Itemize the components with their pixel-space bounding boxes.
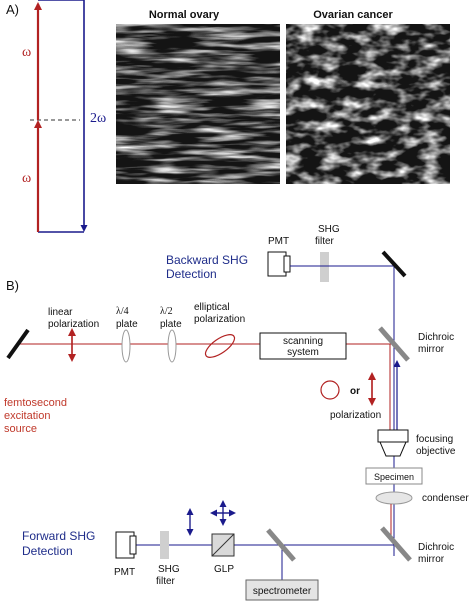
bottom-flip-mirror <box>266 528 296 562</box>
dichroic-top-label2: mirror <box>418 344 445 355</box>
panel-b-label: B) <box>6 278 19 293</box>
omega-upper-label: ω <box>22 45 31 60</box>
dichroic-bottom-label2: mirror <box>418 554 445 565</box>
glp-label: GLP <box>214 564 234 575</box>
panel-a-label: A) <box>6 2 19 17</box>
shg-filter-top-label2: filter <box>315 236 335 247</box>
top-right-mirror <box>381 250 407 278</box>
spectrometer-box <box>245 579 319 601</box>
pmt-top-label: PMT <box>268 236 289 247</box>
glp <box>211 533 235 557</box>
source-label3: source <box>4 423 37 435</box>
half-wave-plate <box>167 329 177 363</box>
ovarian-cancer-image <box>286 24 450 184</box>
shg-filter-top-label1: SHG <box>318 224 340 235</box>
condenser-label: condenser <box>422 493 469 504</box>
backward-detection-line1: Backward SHG <box>166 253 248 267</box>
omega-lower-label: ω <box>22 171 31 186</box>
pmt-top <box>267 251 291 277</box>
backward-detection-line2: Detection <box>166 267 217 281</box>
dichroic-bottom-label1: Dichroic <box>418 542 454 553</box>
quarter-plate-label2: plate <box>116 319 138 330</box>
elliptical-polarization-label2: polarization <box>194 314 245 325</box>
shg-filter-bottom-label2: filter <box>156 576 176 587</box>
scanning-system-label1: scanning <box>283 336 323 347</box>
or-label: or <box>350 386 360 397</box>
shg-filter-top <box>320 252 329 282</box>
forward-detection-line2: Detection <box>22 544 73 558</box>
quarter-wave-plate <box>121 329 131 363</box>
polarization-label: polarization <box>330 410 381 421</box>
scanning-system-label2: system <box>287 347 319 358</box>
normal-ovary-title: Normal ovary <box>149 9 220 21</box>
quarter-plate-label1: λ/4 <box>116 306 129 317</box>
bottom-dichroic-mirror <box>380 526 412 562</box>
top-dichroic-mirror <box>378 326 410 362</box>
forward-detection-line1: Forward SHG <box>22 529 95 543</box>
two-omega-label: 2ω <box>90 111 106 126</box>
dichroic-top-label1: Dichroic <box>418 332 454 343</box>
spectrometer-label: spectrometer <box>253 586 312 597</box>
pmt-bottom-label: PMT <box>114 567 135 578</box>
specimen-label: Specimen <box>374 472 414 482</box>
half-plate-label1: λ/2 <box>160 306 173 317</box>
focusing-objective <box>377 429 409 457</box>
focusing-objective-label1: focusing <box>416 434 453 445</box>
ovarian-cancer-title: Ovarian cancer <box>313 9 393 21</box>
linear-polarization-label2: polarization <box>48 319 99 330</box>
source-label1: femtosecond <box>4 397 67 409</box>
source-mirror <box>6 328 30 360</box>
normal-ovary-image <box>116 24 280 184</box>
half-plate-label2: plate <box>160 319 182 330</box>
scanning-system-box <box>259 332 347 360</box>
source-label2: excitation <box>4 410 50 422</box>
circular-polarization-icon <box>320 380 340 400</box>
elliptical-polarization-label1: elliptical <box>194 302 230 313</box>
shg-filter-bottom-label1: SHG <box>158 564 180 575</box>
linear-polarization-label1: linear <box>48 307 73 318</box>
pmt-bottom <box>115 531 137 559</box>
specimen-box <box>365 467 423 485</box>
elliptical-polarization-ellipse <box>204 334 236 358</box>
shg-filter-bottom <box>160 531 169 559</box>
condenser-lens <box>375 491 413 505</box>
focusing-objective-label2: objective <box>416 446 456 457</box>
